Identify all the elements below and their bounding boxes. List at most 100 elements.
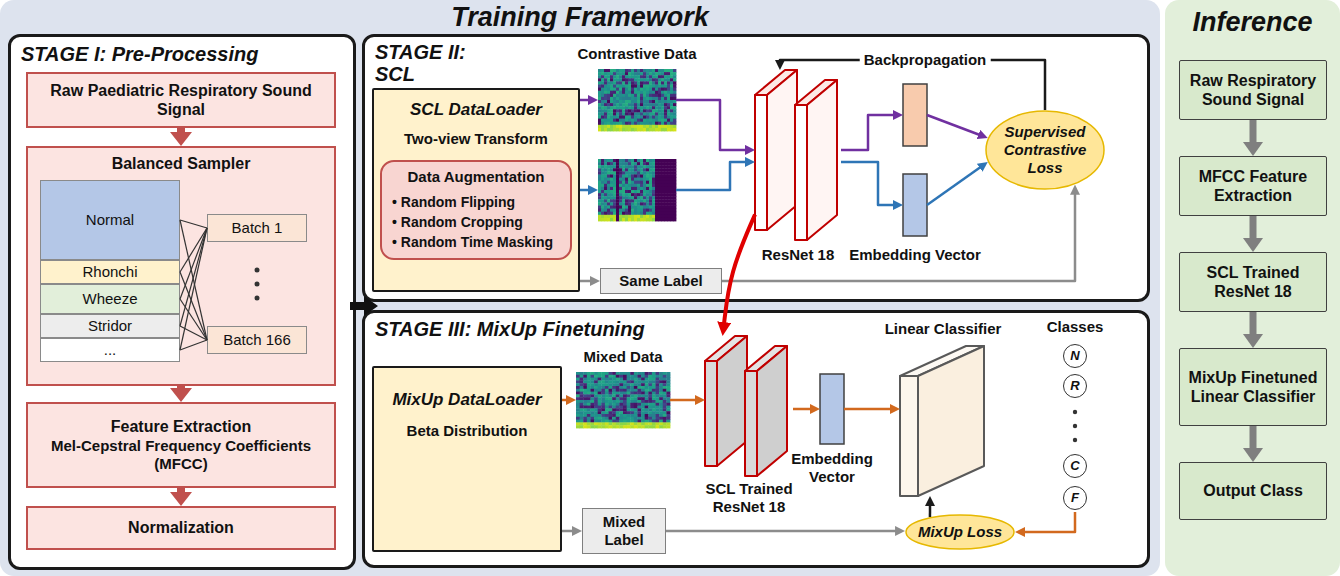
spectrogram-cell: [619, 159, 622, 163]
spectrogram-cell: [619, 425, 623, 428]
spectrogram-cell: [601, 100, 604, 104]
spectrogram-cell: [631, 125, 634, 129]
spectrogram-cell: [604, 128, 607, 131]
spectrogram-cell: [616, 116, 619, 120]
spectrogram-cell: [667, 218, 670, 222]
text-area: Wheeze: [41, 285, 179, 313]
spectrogram-cell: [664, 159, 667, 163]
spectrogram-cell: [641, 372, 645, 375]
spectrogram-cell: [616, 372, 620, 375]
box-text: SCL Trained ResNet 18: [699, 480, 799, 516]
spectrogram-cell: [645, 422, 649, 425]
spectrogram-cell: [658, 100, 661, 104]
spectrogram-cell: [598, 162, 601, 166]
spectrogram-cell: [622, 112, 625, 116]
spectrogram-cell: [630, 378, 634, 381]
spectrogram-cell: [670, 187, 673, 191]
spectrogram-cell: [666, 403, 670, 406]
connector-arrow: [670, 399, 698, 402]
spectrogram-cell: [604, 175, 607, 179]
spectrogram-cell: [623, 420, 627, 423]
spectrogram-cell: [619, 116, 622, 120]
spectrogram-cell: [627, 392, 631, 395]
spectrogram-cell: [598, 392, 602, 395]
spectrogram-cell: [587, 408, 591, 411]
spectrogram-cell: [607, 112, 610, 116]
spectrogram-cell: [594, 394, 598, 397]
connector-arrow: [793, 408, 813, 411]
spectrogram-cell: [619, 178, 622, 182]
spectrogram-cell: [664, 94, 667, 98]
spectrogram-cell: [667, 202, 670, 206]
spectrogram-cell: [594, 420, 598, 423]
spectrogram-cell: [604, 100, 607, 104]
spectrogram-cell: [673, 190, 676, 194]
spectrogram-cell: [601, 190, 604, 194]
spectrogram-cell: [664, 215, 667, 219]
spectrogram-cell: [661, 218, 664, 222]
spectrogram-cell: [631, 109, 634, 113]
spectrogram-cell: [663, 425, 667, 428]
spectrogram-cell: [610, 178, 613, 182]
spectrogram-cell: [637, 88, 640, 92]
spectrogram-cell: [641, 403, 645, 406]
spectrogram-cell: [663, 414, 667, 417]
spectrogram-cell: [594, 403, 598, 406]
sampler-box: Balanced SamplerNormalRhonchiWheezeStrid…: [26, 146, 336, 386]
spectrogram-cell: [616, 378, 620, 381]
spectrogram-cell: [601, 165, 604, 169]
spectrogram-cell: [609, 380, 613, 383]
connector-arrow: [1022, 512, 1075, 532]
stage-panel: STAGE I: Pre-ProcessingRaw Paediatric Re…: [8, 34, 356, 570]
spectrogram-cell: [613, 116, 616, 120]
spectrogram-cell: [604, 112, 607, 116]
box-text: Feature Extraction: [111, 417, 251, 436]
panel-title: Training Framework: [0, 1, 1160, 33]
text-holder: • Random Time Masking: [392, 234, 568, 251]
text-holder: Data Augmentation: [382, 168, 570, 186]
spectrogram-cell: [616, 184, 619, 188]
spectrogram-cell: [601, 417, 605, 420]
spectrogram-cell: [641, 420, 645, 423]
spectrogram-cell: [607, 125, 610, 129]
spectrogram-cell: [656, 394, 660, 397]
spectrogram-cell: [649, 100, 652, 104]
spectrogram-cell: [583, 372, 587, 375]
connector-arrow: [1250, 312, 1257, 338]
spectrogram-cell: [619, 122, 622, 126]
block-face: [795, 105, 807, 240]
spectrogram-cell: [625, 128, 628, 131]
spectrogram-cell: [604, 103, 607, 107]
spectrogram-cell: [604, 106, 607, 110]
spectrogram-cell: [666, 411, 670, 414]
spectrogram-cell: [623, 392, 627, 395]
box-text: Stridor: [88, 317, 132, 335]
spectrogram-cell: [594, 389, 598, 392]
spectrogram-cell: [610, 209, 613, 213]
spectrogram-cell: [637, 165, 640, 169]
spectrogram-cell: [643, 178, 646, 182]
spectrogram-cell: [622, 72, 625, 76]
spectrogram-cell: [628, 184, 631, 188]
spectrogram-cell: [643, 109, 646, 113]
spectrogram-cell: [655, 91, 658, 95]
spectrogram-cell: [610, 218, 613, 222]
spectrogram-cell: [627, 383, 631, 386]
spectrogram-cell: [628, 209, 631, 213]
spectrogram-cell: [643, 218, 646, 222]
spectrogram-cell: [616, 425, 620, 428]
spectrogram-cell: [623, 375, 627, 378]
spectrogram-cell: [622, 91, 625, 95]
spectrogram-cell: [658, 97, 661, 101]
spectrogram-cell: [622, 215, 625, 219]
spectrogram-cell: [634, 178, 637, 182]
spectrogram-cell: [610, 190, 613, 194]
spectrogram-cell: [661, 112, 664, 116]
spectrogram-cell: [670, 94, 673, 98]
spectrogram-cell: [576, 420, 580, 423]
spectrogram-cell: [670, 202, 673, 206]
spectrogram-cell: [634, 378, 638, 381]
spectrogram-cell: [619, 69, 622, 73]
spectrogram-cell: [637, 103, 640, 107]
spectrogram-cell: [634, 422, 638, 425]
